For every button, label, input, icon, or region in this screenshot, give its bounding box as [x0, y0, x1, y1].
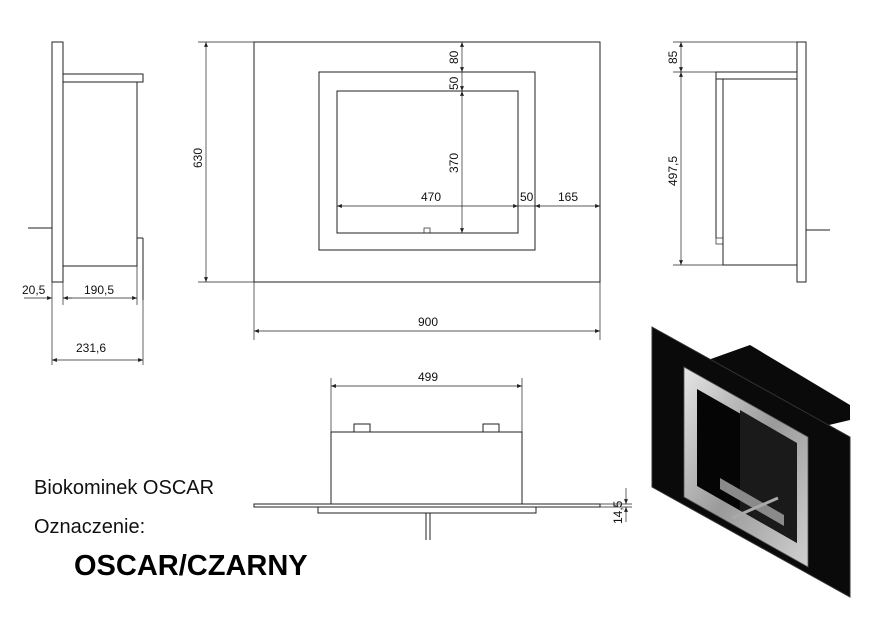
- dim-side-margin: 165: [558, 190, 578, 204]
- body-top-3d: [708, 345, 850, 430]
- product-title: Biokominek OSCAR: [34, 477, 215, 499]
- body-box-right: [722, 78, 798, 266]
- frame-outer: [318, 71, 536, 251]
- designation-label: Oznaczenie:: [34, 516, 146, 538]
- dim-frame-top: 50: [447, 76, 461, 90]
- burner-3d: [720, 478, 784, 526]
- dim-right-top: 85: [666, 50, 680, 64]
- frame-inner: [336, 90, 519, 234]
- top-lip-right: [715, 71, 798, 80]
- dim-frame-side: 50: [520, 190, 534, 204]
- dim-right-height: 497,5: [666, 156, 680, 186]
- side-view-left: 20,5 190,5 231,6: [22, 41, 144, 365]
- dim-opening-width: 470: [421, 190, 441, 204]
- glass-plate-right: [796, 41, 807, 283]
- dim-side-total: 231,6: [76, 341, 106, 355]
- top-view: 499 14,5: [253, 370, 632, 540]
- dim-front-width: 900: [418, 315, 438, 329]
- front-panel: [253, 41, 601, 283]
- dim-top-plate: 14,5: [611, 500, 625, 524]
- dim-top-margin: 80: [447, 50, 461, 64]
- side-view-right: 85 497,5: [666, 41, 830, 283]
- fireplace-3d-view: [651, 326, 851, 598]
- dim-side-wall: 20,5: [22, 283, 46, 297]
- glass-plate: [51, 41, 64, 283]
- dim-front-height: 630: [191, 148, 205, 168]
- top-body: [330, 431, 523, 505]
- dim-opening-height: 370: [447, 153, 461, 173]
- model-code: OSCAR/CZARNY: [74, 550, 308, 582]
- dim-top-width: 499: [418, 370, 438, 384]
- body-box: [62, 81, 138, 267]
- top-lip: [62, 73, 144, 83]
- dim-side-depth: 190,5: [84, 283, 114, 297]
- front-view: 630 80 50 370 470 50 165 900: [191, 41, 601, 340]
- burner-handle-3d: [731, 496, 779, 520]
